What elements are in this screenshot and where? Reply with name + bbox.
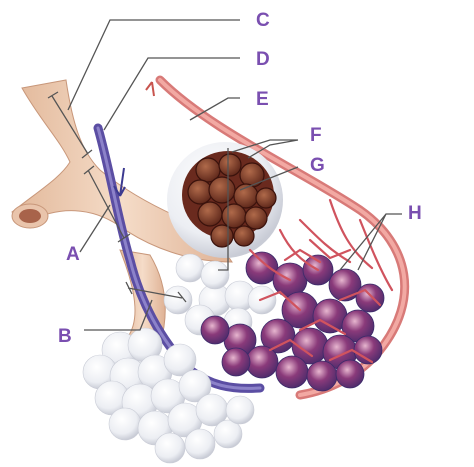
capillary-sac — [328, 268, 362, 302]
alveolus-cell — [239, 162, 265, 188]
label-b: B — [58, 326, 72, 347]
alveolus — [184, 428, 216, 460]
label-d: D — [256, 49, 270, 70]
diagram-labels: C D E F G H A B — [58, 10, 422, 347]
capillary-sac — [200, 315, 230, 345]
capillary-vessels — [248, 198, 394, 364]
capillary-branch — [283, 248, 322, 264]
capillary-branch — [248, 248, 292, 282]
label-h: H — [408, 203, 422, 224]
alveoli-cluster — [82, 253, 277, 464]
alveolus-cell — [208, 176, 236, 204]
alveolus — [163, 285, 193, 315]
capillary-sac — [275, 355, 309, 389]
alveolus-cell — [244, 206, 268, 230]
label-c: C — [256, 10, 270, 31]
label-e: E — [256, 89, 269, 110]
capillary-branch — [328, 198, 374, 270]
capillary-network — [200, 251, 385, 392]
alveolus — [213, 419, 243, 449]
alveolus — [163, 343, 197, 377]
capillary-sac — [355, 283, 385, 313]
leader-lines — [47, 19, 402, 331]
alveolus — [108, 407, 142, 441]
capillary-branch — [358, 218, 394, 292]
capillary-branch — [268, 338, 314, 358]
alveolus-cell — [197, 201, 223, 227]
label-f: F — [310, 125, 322, 146]
capillary-sac — [306, 360, 338, 392]
alveolus-cell — [255, 187, 277, 209]
label-g: G — [310, 155, 325, 176]
capillary-sac — [335, 359, 365, 389]
alveolus-cell — [233, 225, 255, 247]
alveolus — [175, 253, 205, 283]
pulmonary-venule — [93, 123, 265, 393]
capillary-sac — [221, 347, 251, 377]
capillary-branch — [308, 238, 352, 260]
capillary-branch — [298, 218, 352, 264]
flow-arrow-icon — [113, 167, 126, 197]
alveolus — [178, 369, 212, 403]
alveolus-cell — [221, 203, 247, 229]
flow-arrow-icon — [145, 81, 155, 97]
label-a: A — [66, 244, 80, 265]
alveolus — [154, 432, 186, 464]
alveolus — [225, 395, 255, 425]
capillary-branch — [298, 318, 347, 336]
alveolus-cell — [218, 153, 242, 177]
alveolus — [200, 260, 230, 290]
alveolus-cell — [210, 224, 234, 248]
capillary-branch — [328, 348, 374, 364]
alveolus-cell — [187, 179, 213, 205]
alveolar-sac-section — [167, 142, 283, 258]
capillary-branch — [258, 290, 302, 312]
capillary-sac — [245, 345, 279, 379]
capillary-branch — [338, 288, 382, 307]
